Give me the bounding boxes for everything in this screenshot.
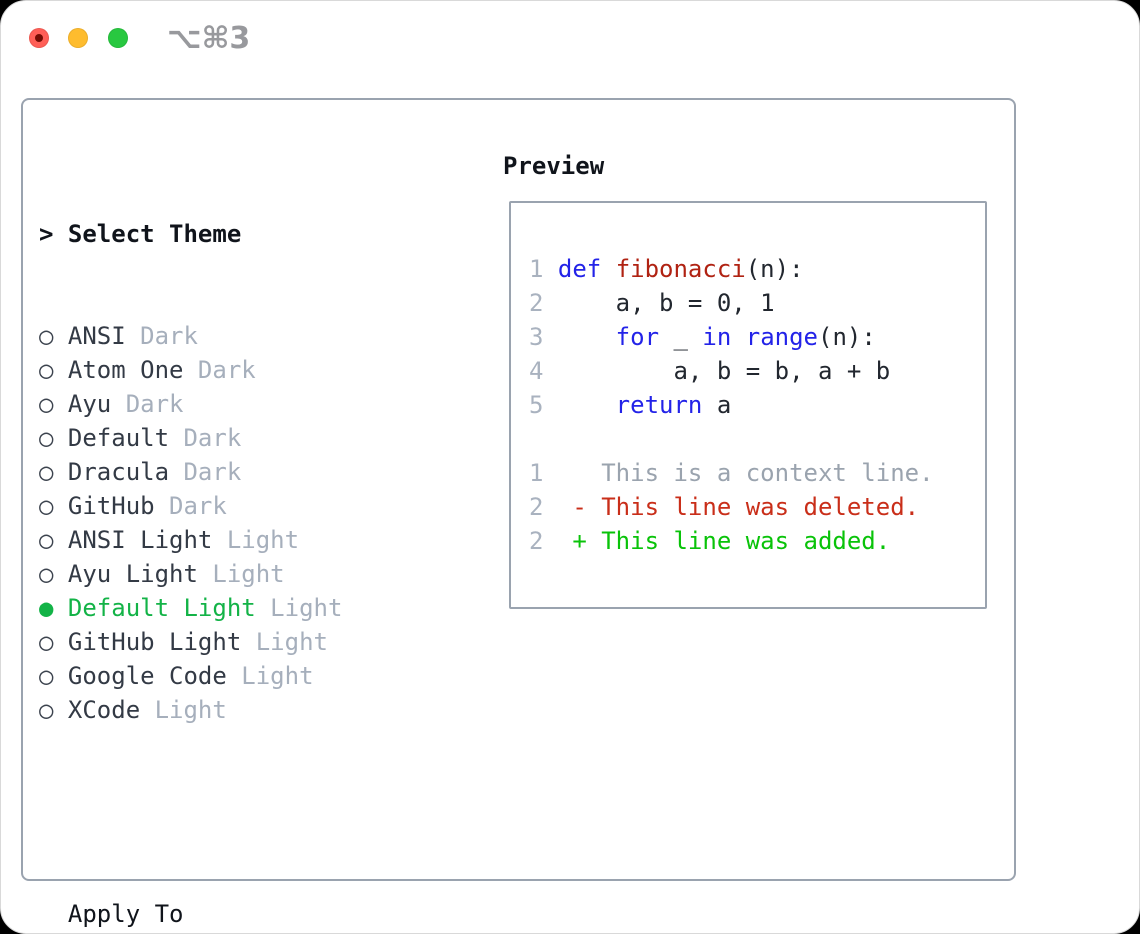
theme-option[interactable]: ○ Atom One Dark xyxy=(39,353,444,387)
window-shortcut-label: ⌥⌘3 xyxy=(167,21,251,56)
close-button[interactable] xyxy=(29,28,49,48)
option-label: Default xyxy=(67,424,170,452)
radio-unselected-icon: ○ xyxy=(39,560,54,588)
line-number: 2 xyxy=(529,527,544,555)
code-segment-keyword: in xyxy=(702,323,732,351)
theme-option[interactable]: ○ GitHub Light Light xyxy=(39,625,444,659)
line-number: 4 xyxy=(529,357,544,385)
code-segment-plain: a, b = b, a + b xyxy=(557,357,891,385)
option-label: Ayu xyxy=(67,390,112,418)
line-number: 1 xyxy=(529,459,544,487)
preview-title: Preview xyxy=(503,152,605,180)
code-segment-plain: (n): xyxy=(745,255,804,283)
theme-option[interactable]: ○ ANSI Light Light xyxy=(39,523,444,557)
preview-line: 4 a, b = b, a + b xyxy=(529,354,934,388)
preview-line: 2 + This line was added. xyxy=(529,524,934,558)
option-label: Default Light xyxy=(67,594,256,622)
preview-line xyxy=(529,422,934,456)
code-segment-plain xyxy=(601,255,615,283)
variant-badge: Light xyxy=(255,628,328,656)
option-label: ANSI xyxy=(67,322,126,350)
variant-badge: Dark xyxy=(125,390,184,418)
radio-unselected-icon: ○ xyxy=(39,628,54,656)
radio-unselected-icon: ○ xyxy=(39,696,54,724)
code-segment-keyword: for xyxy=(615,323,660,351)
radio-unselected-icon: ○ xyxy=(39,458,54,486)
code-segment-plain xyxy=(558,323,616,351)
option-label: Atom One xyxy=(67,356,184,384)
picker-header: > Select Theme xyxy=(39,217,444,251)
zoom-button[interactable] xyxy=(108,28,128,48)
spacer xyxy=(39,795,444,829)
preview-line: 1 This is a context line. xyxy=(529,456,934,490)
line-number: 2 xyxy=(529,289,544,317)
variant-badge: Dark xyxy=(169,492,227,520)
selection-cursor: > xyxy=(39,220,54,248)
code-segment-keyword: return xyxy=(615,391,703,419)
radio-unselected-icon: ○ xyxy=(39,356,54,384)
line-number: 3 xyxy=(529,323,544,351)
line-number: 2 xyxy=(529,493,544,521)
theme-option[interactable]: ○ Dracula Dark xyxy=(39,455,444,489)
preview-line: 2 - This line was deleted. xyxy=(529,490,934,524)
option-label: XCode xyxy=(67,696,141,724)
variant-badge: Light xyxy=(241,662,314,690)
option-label: Dracula xyxy=(67,458,170,486)
radio-selected-icon: ● xyxy=(39,594,54,622)
apply-to-title: Apply To xyxy=(67,900,184,928)
theme-option[interactable]: ● Default Light Light xyxy=(39,591,444,625)
code-segment-keyword: def xyxy=(557,255,602,283)
code-segment-plain: a, b = 0, 1 xyxy=(557,289,775,317)
radio-unselected-icon: ○ xyxy=(39,662,54,690)
variant-badge: Dark xyxy=(183,424,242,452)
option-label: GitHub Light xyxy=(67,628,242,656)
variant-badge: Dark xyxy=(183,458,242,486)
radio-unselected-icon: ○ xyxy=(39,424,54,452)
option-label: GitHub xyxy=(67,492,155,520)
line-number: 1 xyxy=(529,255,544,283)
code-segment-keyword: range xyxy=(745,323,818,351)
code-segment-deleted: - This line was deleted. xyxy=(557,493,920,521)
theme-option[interactable]: ○ Default Dark xyxy=(39,421,444,455)
code-segment-plain: (n): xyxy=(818,323,876,351)
theme-option[interactable]: ○ ANSI Dark xyxy=(39,319,444,353)
radio-unselected-icon: ○ xyxy=(39,492,54,520)
option-label: ANSI Light xyxy=(67,526,213,554)
option-label: Google Code xyxy=(67,662,227,690)
picker-title: Select Theme xyxy=(67,220,242,248)
code-segment-plain: _ xyxy=(659,323,703,351)
code-segment-added: + This line was added. xyxy=(557,527,891,555)
variant-badge: Dark xyxy=(140,322,198,350)
variant-badge: Light xyxy=(212,560,285,588)
theme-option[interactable]: ○ Ayu Dark xyxy=(39,387,444,421)
preview-line: 5 return a xyxy=(529,388,934,422)
radio-unselected-icon: ○ xyxy=(39,526,54,554)
code-segment-context: This is a context line. xyxy=(557,459,934,487)
minimize-button[interactable] xyxy=(68,28,88,48)
line-number: 5 xyxy=(529,391,544,419)
radio-unselected-icon: ○ xyxy=(39,322,54,350)
theme-option[interactable]: ○ GitHub Dark xyxy=(39,489,444,523)
theme-option[interactable]: ○ Ayu Light Light xyxy=(39,557,444,591)
code-segment-function: fibonacci xyxy=(615,255,746,283)
preview-line: 3 for _ in range(n): xyxy=(529,320,934,354)
code-segment-plain: a xyxy=(702,391,732,419)
theme-option[interactable]: ○ XCode Light xyxy=(39,693,444,727)
option-label: Ayu Light xyxy=(67,560,198,588)
variant-badge: Light xyxy=(270,594,343,622)
variant-badge: Light xyxy=(154,696,227,724)
preview-line: 2 a, b = 0, 1 xyxy=(529,286,934,320)
code-segment-plain xyxy=(731,323,745,351)
variant-badge: Dark xyxy=(197,356,256,384)
theme-option[interactable]: ○ Google Code Light xyxy=(39,659,444,693)
radio-unselected-icon: ○ xyxy=(39,390,54,418)
code-segment-plain xyxy=(558,391,616,419)
preview-line: 1 def fibonacci(n): xyxy=(529,252,934,286)
variant-badge: Light xyxy=(226,526,300,554)
